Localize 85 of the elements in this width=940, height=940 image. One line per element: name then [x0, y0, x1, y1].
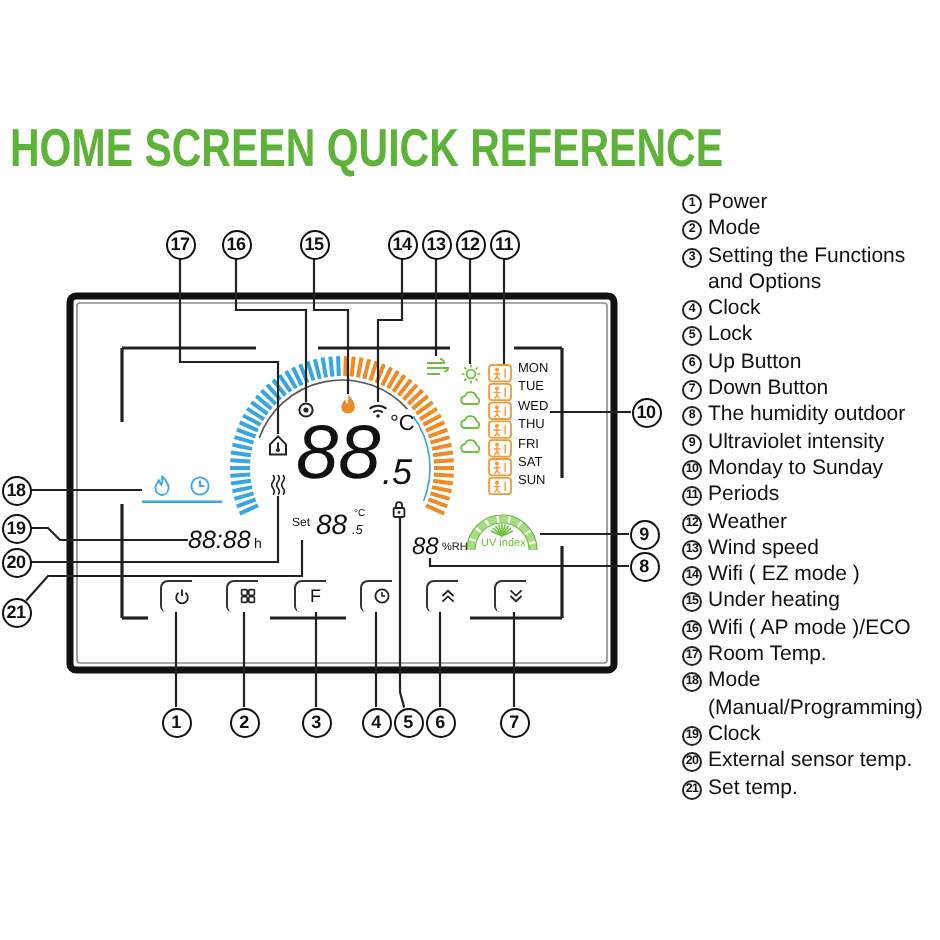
leader-line	[31, 488, 142, 492]
flame-icon	[340, 394, 356, 414]
leader-line	[540, 532, 629, 536]
callout-number: 13	[421, 229, 451, 259]
flame-clock-icon	[142, 474, 222, 504]
leader-line	[438, 612, 442, 707]
key-label: Mode (Manual/Programming)	[708, 668, 925, 722]
callout-number: 9	[629, 519, 659, 549]
clock-button	[360, 580, 392, 612]
callout-number: 3	[301, 707, 331, 737]
callout-number: 5	[393, 707, 423, 737]
unit-label: °C	[390, 414, 415, 436]
leader-line	[428, 558, 629, 568]
key-label: Setting the Functions and Options	[708, 243, 908, 297]
temperature-digits: 88	[296, 416, 381, 492]
callout-number: 12	[455, 229, 485, 259]
leader-line	[502, 259, 506, 364]
callout-number: 10	[631, 397, 661, 427]
key-label: The humidity outdoor	[708, 402, 908, 430]
power-button	[160, 580, 192, 612]
callout-number: 16	[221, 229, 251, 259]
callout-number: 20	[1, 547, 31, 577]
humidity-digits: 88	[412, 534, 439, 558]
ring-icon	[298, 402, 314, 418]
house-icon	[268, 434, 288, 456]
leader-line	[512, 612, 516, 707]
key-label: Lock	[708, 322, 755, 350]
key-label: Weather	[708, 509, 789, 536]
leader-line	[25, 540, 304, 602]
callout-number: 18	[1, 475, 31, 505]
key-label: Ultraviolet intensity	[708, 429, 887, 456]
key-label: Mode	[708, 216, 763, 244]
callout-number: 4	[361, 707, 391, 737]
key-label: Down Button	[708, 376, 831, 403]
set-digits: 88	[316, 510, 348, 538]
callout-number: 2	[229, 707, 259, 737]
leader-line	[314, 612, 318, 707]
key-label: Wifi ( EZ mode )	[708, 562, 862, 589]
heat-waves-icon	[270, 474, 286, 496]
leader-line	[468, 259, 472, 364]
leader-line	[434, 259, 438, 356]
callout-number: 11	[489, 229, 519, 259]
leader-line	[31, 526, 188, 542]
key-label: Power	[708, 190, 770, 217]
key-label: Wifi ( AP mode )/ECO	[708, 615, 913, 643]
key-label: Under heating	[708, 588, 842, 616]
key-label: Monday to Sunday	[708, 455, 886, 483]
callout-number: 19	[1, 513, 31, 543]
leader-line	[242, 612, 246, 707]
callout-number: 15	[299, 229, 329, 259]
leader-line	[376, 259, 404, 402]
lock-icon	[392, 500, 406, 518]
title: HOME SCREEN QUICK REFERENCE	[10, 124, 724, 178]
key-label: Wind speed	[708, 535, 821, 563]
key-label: Periods	[708, 482, 782, 510]
leader-line	[312, 259, 350, 394]
callout-number: 1	[161, 707, 191, 737]
leader-line	[178, 259, 280, 434]
callout-number: 7	[499, 707, 529, 737]
key-label: Clock	[708, 721, 763, 749]
figure-tiles-icon	[488, 364, 512, 496]
up-button	[426, 580, 458, 612]
leader-line	[31, 496, 280, 564]
leader-line	[174, 612, 178, 707]
wind-icon	[426, 356, 454, 378]
key-label: Set temp.	[708, 775, 800, 802]
callout-number: 6	[425, 707, 455, 737]
decimal-digits: .5	[382, 454, 413, 490]
callout-number: 14	[387, 229, 417, 259]
down-button	[494, 580, 526, 612]
leader-line	[234, 259, 308, 402]
clock-digits: 88:88	[188, 527, 251, 552]
key-label: Up Button	[708, 349, 804, 377]
wifi-icon	[368, 402, 388, 418]
mode-button	[226, 580, 258, 612]
key-label: Clock	[708, 296, 763, 323]
key-label: Room Temp.	[708, 642, 829, 669]
key-label: External sensor temp.	[708, 748, 915, 776]
function-button: F	[294, 580, 326, 612]
leader-line	[550, 410, 631, 414]
callout-number: 21	[1, 597, 31, 627]
leader-line	[374, 612, 378, 707]
callout-number: 8	[629, 551, 659, 581]
callout-number: 17	[165, 229, 195, 259]
leader-line	[398, 518, 406, 708]
